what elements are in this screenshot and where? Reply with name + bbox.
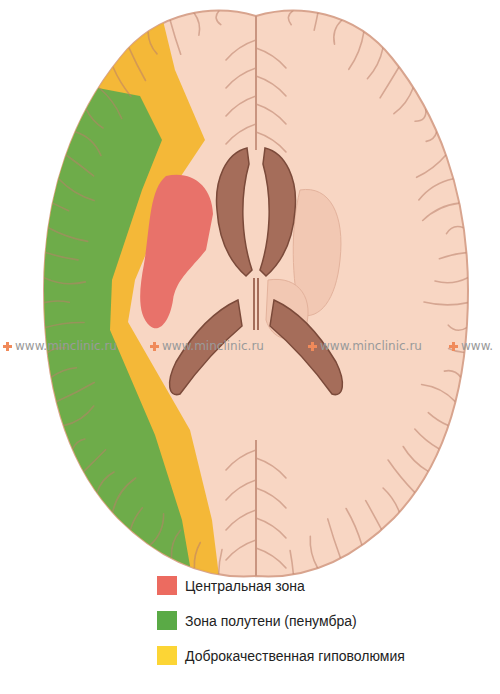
sulcus [46,253,79,260]
zone-overlays [0,0,222,600]
sulcus [226,68,256,88]
sulcus [226,540,256,560]
sulcus [75,132,101,156]
sulcus [334,20,342,44]
sulcus [367,48,383,79]
watermark-text: www. [461,338,493,354]
legend-entry: Центральная зона [157,576,305,595]
ventricle-frontal-horn [260,148,295,276]
sulcus [170,20,181,54]
sulcus [383,488,399,512]
sulcus [99,88,122,119]
sulcus [328,519,341,558]
sulcus [346,509,362,546]
watermark-cross [449,342,458,351]
sulcus [349,32,364,70]
sulcus [422,385,456,402]
sulcus [423,203,460,220]
sulcus [226,510,256,530]
sulcus [66,155,94,176]
sulcus [388,460,415,493]
watermark-cross [150,342,159,351]
sulcus [288,11,293,25]
sulcus [84,450,106,472]
sulcus [417,155,446,177]
sulcus [314,13,318,30]
sulcus [256,76,286,96]
sulcus [194,543,200,569]
legend-swatch [157,646,177,665]
sulcus [219,550,222,575]
legend-entry: Зона полутени (пенумбра) [157,611,357,630]
sulcus [256,548,286,568]
sulcus [226,40,256,60]
sulcus [226,450,256,470]
sulcus [394,88,413,114]
sulcus [426,132,437,142]
ventricle-frontal-horn [217,148,252,276]
sulcus [148,32,157,54]
sulcus [256,104,286,124]
sulcus [51,368,76,378]
sulcus [447,226,464,233]
legend-text: Центральная зона [185,577,305,595]
sulcus [415,429,440,449]
sulcus [44,278,85,284]
sulcus [44,301,69,303]
sulcus [130,508,142,530]
sulcus [448,325,467,330]
hypovolemia-zone [0,0,222,600]
sulcus [256,488,286,508]
sulcus [226,480,256,500]
sulcus [380,67,399,98]
sulcus [256,48,286,68]
legend-entry: Доброкачественная гиповолюмия [157,646,405,665]
watermark-text: www.minclinic.ru [15,338,117,354]
sulcus [53,203,69,211]
watermark-text: www.minclinic.ru [162,338,264,354]
legend-swatch [157,611,177,630]
sulcus [226,124,256,144]
legend-text: Доброкачественная гиповолюмия [185,647,405,665]
watermark-cross [308,342,317,351]
sulcus [310,536,317,568]
sulcus [424,302,468,305]
legend-text: Зона полутени (пенумбра) [185,612,357,630]
sulcus [415,109,426,121]
sulcus [256,458,286,478]
sulcus [86,109,103,128]
sulcus [194,13,200,35]
sulcus [48,228,87,242]
sulcus [435,278,468,283]
watermark-cross [3,342,12,351]
watermark-text: www.minclinic.ru [320,338,422,354]
sulcus [428,413,448,426]
sulcus [129,48,146,81]
sulcus [97,472,114,493]
core-zone [140,175,213,329]
sulcus [216,11,221,25]
sulcus [64,406,94,426]
sulcus [150,514,164,545]
sulcus [256,518,286,538]
interhemispheric-fissure [255,16,257,576]
sulcus [290,551,293,575]
sulcus [419,179,454,200]
sulcus [113,67,131,96]
legend-swatch [157,576,177,595]
third-ventricle [254,278,258,330]
sulcus [171,530,180,558]
sulcus [403,447,428,472]
sulcus [57,383,94,402]
sulcus [439,253,466,259]
sulcus [73,439,85,449]
sulcus [366,501,382,530]
sulcus [256,132,286,152]
sulcus [444,371,460,378]
sulcus [45,322,84,327]
sulcus [113,478,136,512]
sulcus [226,96,256,116]
sulcus [59,179,95,201]
